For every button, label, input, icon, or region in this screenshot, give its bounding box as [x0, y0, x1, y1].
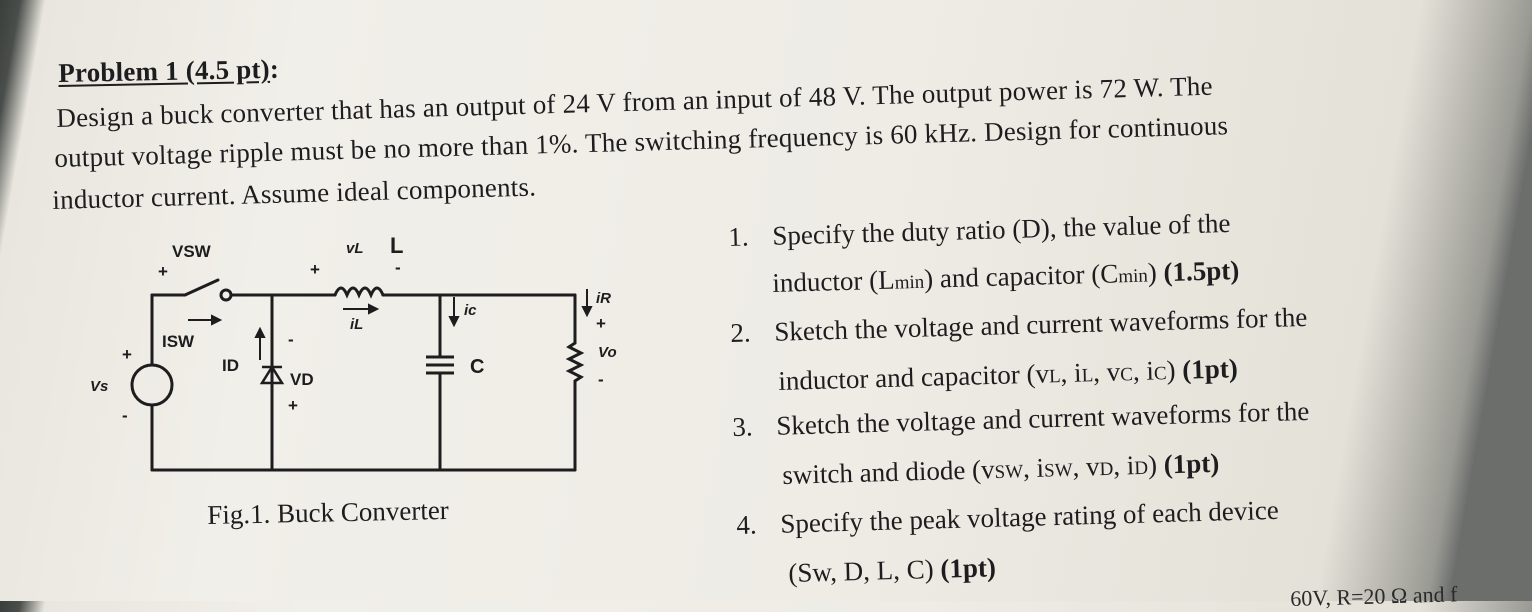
- figure-caption: Fig.1. Buck Converter: [207, 494, 450, 530]
- question-4-line-2: (Sw, D, L, C) (1pt): [788, 552, 996, 589]
- vo-label: Vo: [598, 344, 617, 361]
- question-1-text-2c: ): [1147, 257, 1164, 288]
- ir-label: iR: [596, 290, 611, 307]
- question-3-points: (1pt): [1163, 447, 1220, 480]
- vd-minus-sign: -: [288, 330, 294, 349]
- ic-label: ic: [464, 302, 477, 319]
- cutoff-text: 60V, R=20 Ω and f: [1290, 581, 1458, 611]
- question-4-line-1: 4. Specify the peak voltage rating of eac…: [736, 495, 1279, 541]
- question-2-sub-d: C: [1153, 363, 1167, 385]
- vs-minus-sign: -: [122, 406, 128, 425]
- question-3-line-2: switch and diode (vSW, iSW, vD, iD) (1pt…: [782, 448, 1220, 491]
- inductor-label: L: [390, 233, 403, 258]
- question-3-sep-c: , i: [1112, 450, 1135, 481]
- question-1-text-2a: inductor (L: [772, 264, 896, 298]
- problem-text-line-3: inductor current. Assume ideal component…: [52, 171, 537, 215]
- ir-arrowhead-icon: [581, 306, 593, 318]
- question-2-number: 2.: [730, 317, 752, 348]
- question-3-close: ): [1147, 449, 1165, 480]
- ic-arrowhead-icon: [448, 316, 460, 328]
- vd-plus-sign: +: [288, 396, 298, 415]
- question-2-close: ): [1166, 354, 1183, 386]
- id-arrowhead-icon: [254, 326, 266, 338]
- buck-converter-schematic: VSW + ISW Vs + - ID VD - + + vL L - iL i…: [90, 233, 617, 472]
- vl-label: vL: [346, 240, 364, 257]
- vl-plus-sign: +: [310, 260, 320, 279]
- question-4-text-1: Specify the peak voltage rating of each …: [779, 494, 1280, 539]
- question-3-sep-a: , i: [1022, 452, 1045, 484]
- question-2-sep-a: , i: [1060, 357, 1082, 389]
- vs-label: Vs: [90, 378, 108, 395]
- question-2-sep-b: , v: [1092, 356, 1121, 388]
- problem-heading-line: Problem 1 (4.5 pt):: [58, 54, 279, 89]
- question-3-sub-b: SW: [1043, 459, 1073, 482]
- voltage-source-symbol: [130, 363, 174, 407]
- question-3-sep-b: , v: [1072, 451, 1100, 482]
- il-label: iL: [350, 316, 363, 333]
- vd-label: VD: [290, 370, 314, 389]
- il-arrowhead-icon: [368, 303, 380, 315]
- question-2-text-1: Sketch the voltage and current waveforms…: [773, 301, 1308, 347]
- capacitor-label: C: [470, 356, 484, 378]
- question-1-text-2b: ) and capacitor (C: [923, 258, 1119, 294]
- question-2-line-2: inductor and capacitor (vL, iL, vC, iC) …: [778, 353, 1238, 397]
- isw-arrowhead-icon: [211, 314, 223, 326]
- question-3-line-1: 3. Sketch the voltage and current wavefor…: [732, 396, 1310, 443]
- switch-blade: [183, 278, 220, 297]
- vsw-plus-sign: +: [158, 262, 168, 281]
- question-2-line-1: 2. Sketch the voltage and current wavefor…: [730, 302, 1308, 349]
- question-2-sep-c: , i: [1132, 355, 1155, 387]
- question-1-line-1: 1. Specify the duty ratio (D), the value …: [728, 208, 1231, 253]
- question-3-sub-d: D: [1134, 457, 1149, 480]
- question-4-points: (1pt): [939, 552, 997, 584]
- question-1-sub-lmin: min: [894, 271, 925, 294]
- question-1-number: 1.: [728, 221, 750, 252]
- vsw-label: VSW: [172, 242, 212, 261]
- vo-minus-sign: -: [598, 370, 604, 389]
- question-3-text-1: Sketch the voltage and current waveforms…: [775, 395, 1310, 441]
- vo-plus-sign: +: [596, 314, 606, 333]
- capacitor-symbol: [426, 355, 454, 375]
- question-2-sub-b: L: [1081, 365, 1094, 387]
- question-2-points: (1pt): [1181, 353, 1239, 385]
- question-1-sub-cmin: min: [1118, 265, 1149, 288]
- id-label: ID: [222, 356, 239, 375]
- question-4-text-2: (Sw, D, L, C): [788, 553, 941, 588]
- vl-minus-sign: -: [395, 258, 401, 277]
- question-3-number: 3.: [732, 411, 754, 442]
- question-3-text-2: switch and diode (v: [782, 454, 995, 490]
- question-1-text-1: Specify the duty ratio (D), the value of…: [771, 207, 1231, 251]
- isw-label: ISW: [162, 332, 195, 351]
- question-3-sub-a: SW: [994, 461, 1024, 484]
- problem-heading-colon: :: [269, 53, 280, 84]
- diode-symbol: [259, 364, 285, 385]
- question-3-sub-c: D: [1099, 458, 1114, 481]
- question-2-sub-c: C: [1119, 364, 1134, 386]
- resistor-zigzag: [565, 341, 585, 383]
- question-1-line-2: inductor (Lmin) and capacitor (Cmin) (1.…: [772, 255, 1240, 299]
- question-2-text-2: inductor and capacitor (v: [778, 358, 1050, 396]
- problem-heading: Problem 1 (4.5 pt): [58, 53, 271, 88]
- question-1-points: (1.5pt): [1163, 254, 1240, 288]
- question-4-number: 4.: [736, 509, 758, 540]
- question-2-sub-a: L: [1048, 366, 1061, 388]
- vs-plus-sign: +: [122, 345, 132, 364]
- inductor-coil: [333, 286, 385, 299]
